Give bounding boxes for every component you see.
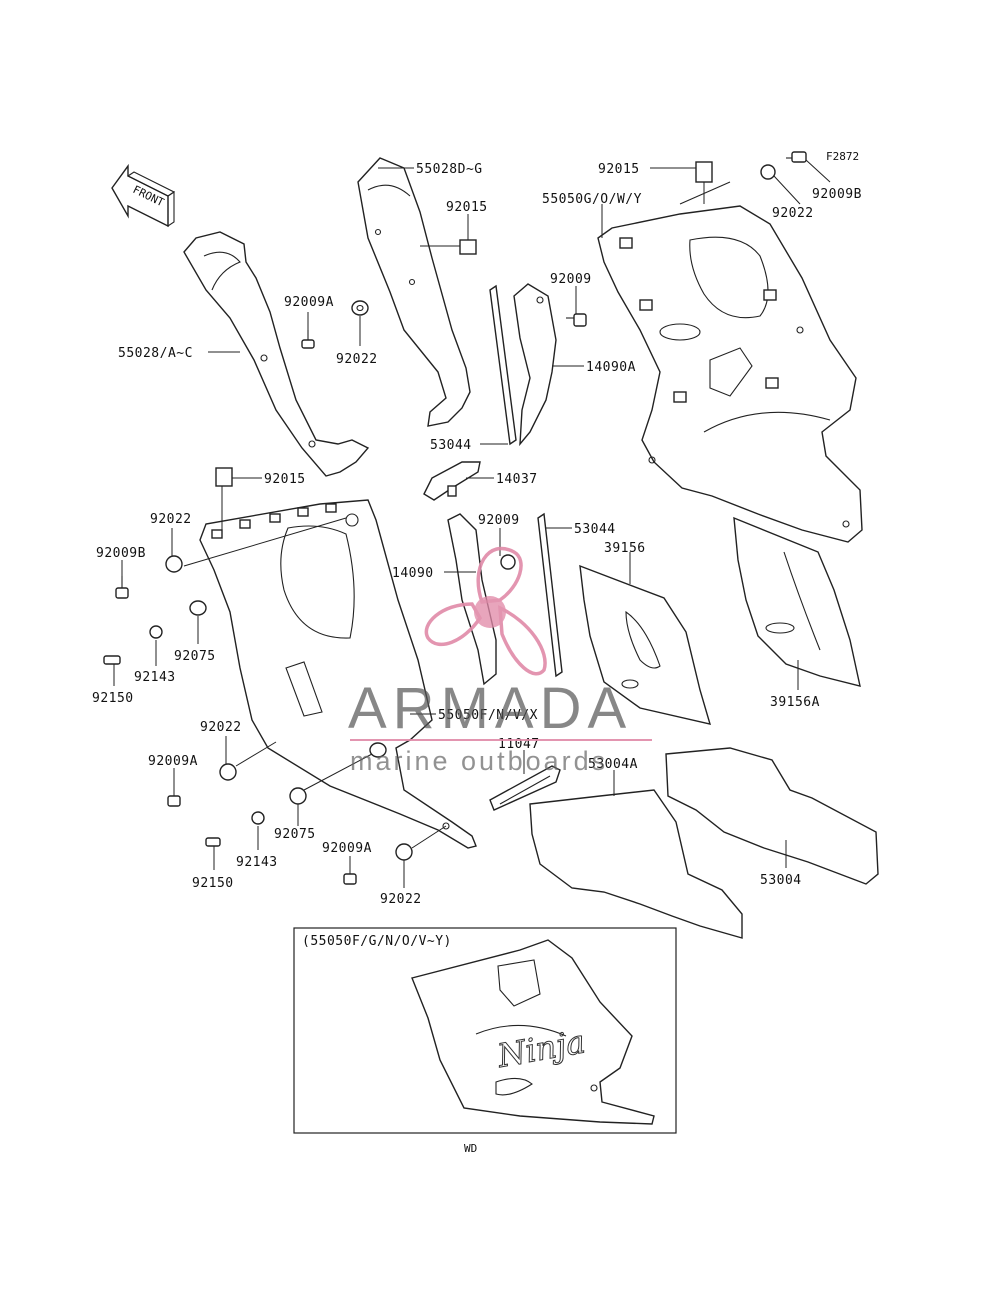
callout-53004: 53004 <box>760 873 802 888</box>
callout-55028D: 55028D~G <box>416 162 483 177</box>
callout-92150-mid: 92150 <box>92 691 134 706</box>
part-screw-92009A-top <box>301 330 315 349</box>
part-screw-92009-top <box>566 313 587 327</box>
part-grommet-92143-mid <box>149 625 163 639</box>
part-clip-92015-top-right <box>695 161 713 183</box>
callout-55050F: 55050F/N/V/X <box>438 708 538 723</box>
part-grommet-92143-low <box>251 811 265 825</box>
part-inner-cowl-upper-left <box>183 231 370 477</box>
callout-92009-mid: 92009 <box>478 513 520 528</box>
callout-14037: 14037 <box>496 472 538 487</box>
callout-92022-low: 92022 <box>200 720 242 735</box>
callout-92009A-bottom: 92009A <box>322 841 372 856</box>
part-grommet-92075-mid <box>189 600 207 616</box>
part-bracket-14090A <box>513 283 557 447</box>
part-pad-39156 <box>579 564 712 725</box>
part-screw-92150-low <box>205 837 221 847</box>
part-clip-92015-mid <box>215 467 233 487</box>
callout-92022-top-right: 92022 <box>772 206 814 221</box>
part-washer-92022-low <box>219 763 237 781</box>
callout-53044-mid: 53044 <box>574 522 616 537</box>
part-inner-cowl-upper-right <box>357 157 471 427</box>
part-strip-53044-top <box>489 284 517 446</box>
part-screw-92009B-mid <box>115 576 129 599</box>
callout-92143-mid: 92143 <box>134 670 176 685</box>
part-bracket-14037 <box>423 461 481 501</box>
callout-92009-top: 92009 <box>550 272 592 287</box>
part-screw-92009A-bottom <box>343 873 357 885</box>
callout-14090A: 14090A <box>586 360 636 375</box>
part-washer-92022-top-right <box>760 164 776 180</box>
callout-92009B-mid: 92009B <box>96 546 146 561</box>
part-washer-92022-top <box>351 300 369 316</box>
callout-92022-mid: 92022 <box>150 512 192 527</box>
armada-watermark: ARMADA marine outboards <box>348 546 652 776</box>
callout-39156A: 39156A <box>770 695 820 710</box>
callout-92009A-low: 92009A <box>148 754 198 769</box>
callout-55050G: 55050G/O/W/Y <box>542 192 642 207</box>
callout-92150-low: 92150 <box>192 876 234 891</box>
callout-92143-low: 92143 <box>236 855 278 870</box>
inset-variant-box: (55050F/G/N/O/V~Y) Ninja <box>293 927 677 1134</box>
part-washer-92022-bottom <box>395 843 413 861</box>
callout-14090: 14090 <box>392 566 434 581</box>
watermark-tagline: marine outboards <box>350 746 608 776</box>
callout-55028A: 55028/A~C <box>118 346 193 361</box>
callout-92075-mid: 92075 <box>174 649 216 664</box>
part-main-fairing-right <box>597 205 863 543</box>
part-grommet-92075-low <box>289 742 387 805</box>
part-bracket-14090 <box>447 513 497 686</box>
part-pad-39156A <box>733 516 861 687</box>
callout-92015-mid: 92015 <box>264 472 306 487</box>
part-screw-92009B-top <box>786 151 807 163</box>
part-screw-92009-mid <box>500 554 516 570</box>
callout-53044-top: 53044 <box>430 438 472 453</box>
part-strip-53044-mid <box>537 512 563 678</box>
callout-92022-bottom: 92022 <box>380 892 422 907</box>
part-washer-92022-mid <box>165 555 183 573</box>
callout-92009B-top: 92009B <box>812 187 862 202</box>
callout-92015-top-left: 92015 <box>446 200 488 215</box>
callout-92022-top: 92022 <box>336 352 378 367</box>
part-screw-92009A-low <box>167 795 181 807</box>
part-lower-fairing-left <box>199 499 477 849</box>
part-screw-92150-mid <box>103 655 121 665</box>
watermark-brand: ARMADA <box>348 676 632 741</box>
part-shield-53004A <box>529 789 743 939</box>
callout-53004A: 53004A <box>588 757 638 772</box>
inset-title: (55050F/G/N/O/V~Y) <box>302 934 452 949</box>
callout-92009A-top: 92009A <box>284 295 334 310</box>
callout-92075-low: 92075 <box>274 827 316 842</box>
part-clip-92015-top-left <box>459 239 477 255</box>
front-arrow-icon: FRONT <box>111 163 176 228</box>
figure-code: F2872 <box>826 150 859 163</box>
callout-92015-top-right: 92015 <box>598 162 640 177</box>
part-bracket-11047 <box>489 765 561 811</box>
callout-39156: 39156 <box>604 541 646 556</box>
inset-caption: WD <box>464 1142 477 1155</box>
propeller-logo-icon <box>424 546 547 676</box>
part-shield-53004 <box>665 747 879 885</box>
